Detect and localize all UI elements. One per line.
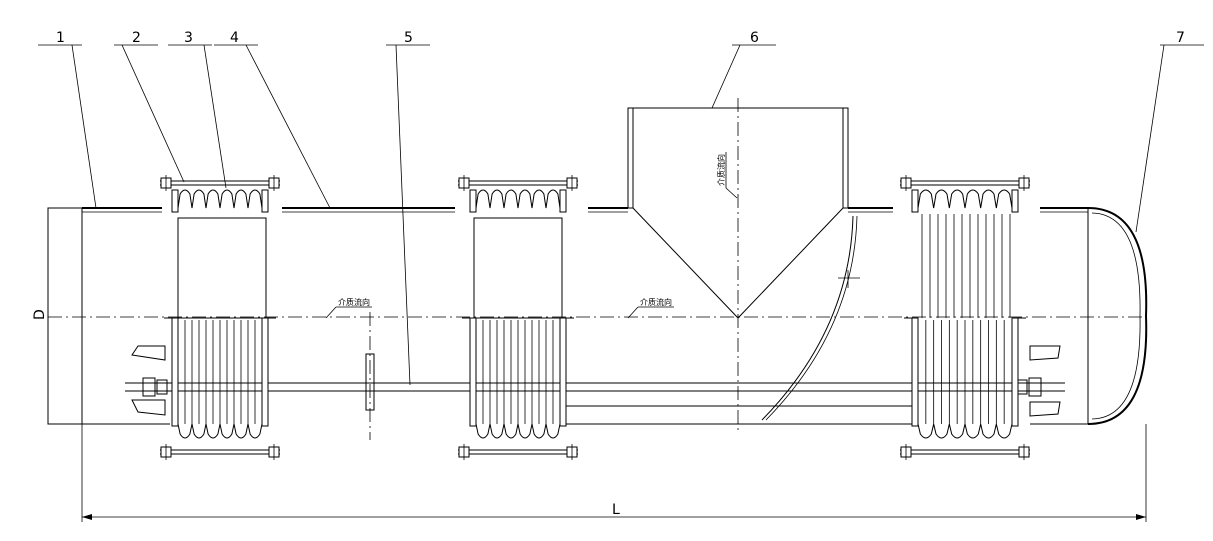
callout-label-4: 4 <box>230 30 239 46</box>
callout-label-2: 2 <box>132 30 141 46</box>
inner-sleeve-left <box>177 217 267 319</box>
support-lug-right-lower <box>1029 401 1061 417</box>
bellows-compensator-middle <box>458 175 578 460</box>
callout-2: 2 <box>114 30 185 183</box>
tie-rod <box>125 353 1065 411</box>
diameter-label: D <box>32 309 48 320</box>
inner-sleeve-middle <box>473 217 563 319</box>
callout-4: 4 <box>214 30 331 209</box>
flow-direction-axis-right: 介质流向 <box>627 297 674 319</box>
flow-direction-axis-left: 介质流向 <box>325 297 372 319</box>
main-pipe <box>47 207 1088 425</box>
callout-label-7: 7 <box>1176 30 1185 46</box>
flow-label-branch: 介质流向 <box>716 154 726 186</box>
dished-head <box>1087 207 1148 425</box>
length-label: L <box>612 502 620 518</box>
callout-label-1: 1 <box>56 30 65 46</box>
callout-label-3: 3 <box>184 30 193 46</box>
callout-5: 5 <box>386 30 430 386</box>
callout-3: 3 <box>168 30 227 189</box>
callout-7: 7 <box>1135 30 1204 233</box>
flow-label-axis-left: 介质流向 <box>338 297 370 307</box>
callout-1: 1 <box>38 30 97 209</box>
support-lug-left <box>131 345 166 361</box>
deflector-plate <box>761 215 854 421</box>
dimension-diameter: D <box>32 208 49 424</box>
flow-label-axis-right: 介质流向 <box>640 297 672 307</box>
callout-label-5: 5 <box>404 30 413 46</box>
flow-direction-branch: 介质流向 <box>716 152 738 199</box>
support-lug-left-lower <box>131 399 166 416</box>
support-lug-right <box>1029 345 1061 361</box>
bellows-compensator-right <box>900 175 1030 460</box>
bellows-compensator-left <box>160 175 280 460</box>
callout-label-6: 6 <box>750 30 759 46</box>
callout-6: 6 <box>711 30 776 109</box>
dimension-length: L <box>81 424 1147 522</box>
